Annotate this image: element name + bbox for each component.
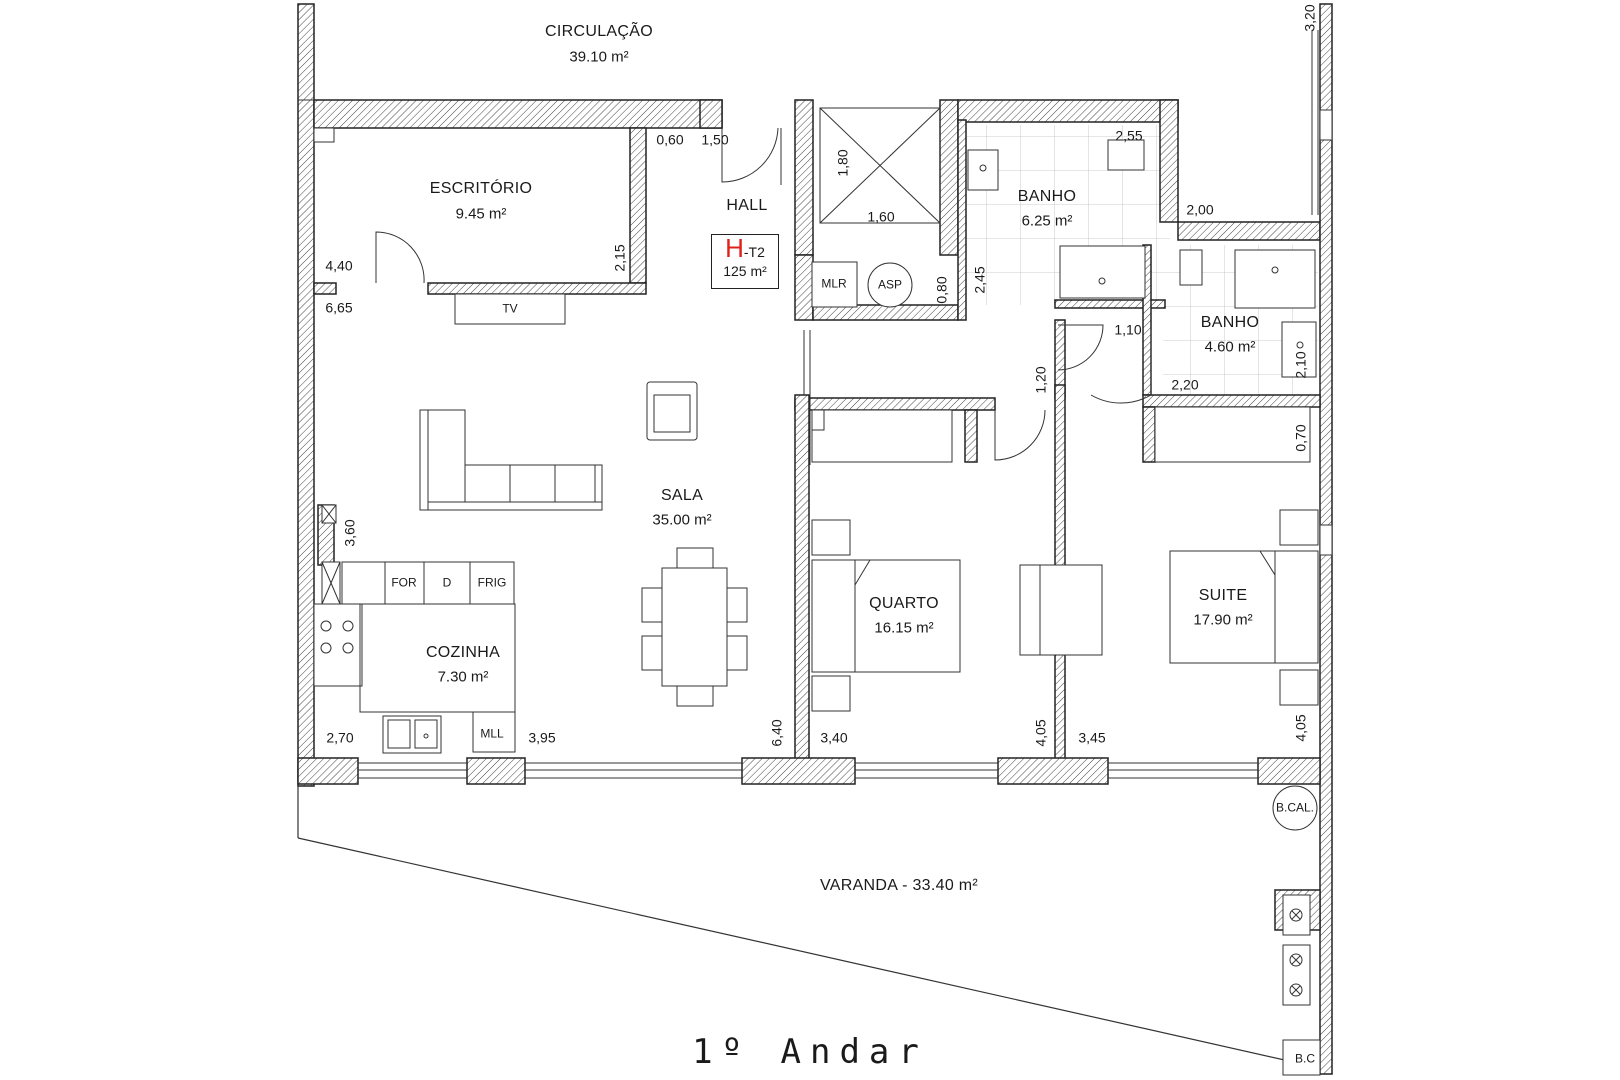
sofa — [419, 409, 603, 511]
room-banho1-name: BANHO — [1017, 188, 1077, 205]
dim-4-05-a: 4,05 — [1032, 719, 1049, 747]
dim-2-45: 2,45 — [971, 266, 988, 294]
dim-2-20: 2,20 — [1171, 376, 1199, 393]
unit-code-badge: H-T2 125 m² — [711, 234, 779, 289]
room-sala-area: 35.00 m² — [652, 511, 712, 529]
dim-3-45: 3,45 — [1078, 729, 1106, 746]
room-circulacao-area: 39.10 m² — [569, 48, 629, 66]
room-banho1-area: 6.25 m² — [1021, 212, 1073, 230]
oven-label: FOR — [391, 575, 417, 590]
washing-machine-label: MLL — [480, 726, 504, 741]
bathroom-1-fixtures — [967, 139, 1146, 299]
floor-title: 1º Andar — [692, 1032, 928, 1072]
asp-label: ASP — [877, 277, 903, 292]
unit-code-suffix: -T2 — [743, 244, 765, 260]
dim-3-95: 3,95 — [528, 729, 556, 746]
elevator-shaft — [819, 107, 941, 224]
tv-label: TV — [502, 301, 518, 316]
door-swings — [375, 127, 1152, 465]
unit-code-letter: H — [725, 233, 744, 263]
dim-1-50: 1,50 — [701, 131, 729, 148]
dim-4-40: 4,40 — [325, 257, 353, 274]
dim-0-80: 0,80 — [933, 276, 950, 304]
laundry-fixtures — [811, 261, 913, 308]
fridge-label: FRIG — [477, 575, 507, 590]
boiler-label-partial: B.C — [1294, 1051, 1316, 1066]
dining-set — [641, 547, 748, 707]
room-escritorio-name: ESCRITÓRIO — [429, 180, 533, 197]
dim-2-10: 2,10 — [1292, 351, 1309, 379]
room-sala-name: SALA — [660, 487, 704, 504]
room-banho2-name: BANHO — [1200, 314, 1260, 331]
dim-3-20: 3,20 — [1301, 4, 1318, 32]
room-circulacao-name: CIRCULAÇÃO — [545, 23, 653, 40]
dim-1-80: 1,80 — [834, 149, 851, 177]
room-escritorio-area: 9.45 m² — [455, 205, 507, 223]
mlr-label: MLR — [821, 276, 847, 291]
dim-4-05-b: 4,05 — [1292, 714, 1309, 742]
room-hall-name: HALL — [726, 197, 768, 214]
dim-2-70: 2,70 — [326, 729, 354, 746]
unit-area: 125 m² — [723, 263, 767, 279]
dim-6-65: 6,65 — [325, 299, 353, 316]
dim-0-60: 0,60 — [656, 131, 684, 148]
dim-3-60: 3,60 — [341, 519, 358, 547]
room-suite-name: SUITE — [1198, 587, 1248, 604]
room-cozinha-name: COZINHA — [425, 644, 501, 661]
room-quarto-name: QUARTO — [869, 595, 939, 612]
dim-1-20: 1,20 — [1032, 366, 1049, 394]
dim-2-00: 2,00 — [1186, 201, 1214, 218]
bathroom-2-fixtures — [1179, 249, 1317, 378]
facade-windows — [298, 30, 1319, 779]
quarto-furniture — [811, 409, 1103, 712]
balcony-outline — [297, 786, 1321, 1069]
dim-2-15: 2,15 — [611, 244, 628, 272]
dim-1-60: 1,60 — [867, 208, 895, 225]
dim-2-55: 2,55 — [1115, 127, 1143, 144]
dim-1-10: 1,10 — [1114, 321, 1142, 338]
technical-equipment — [1272, 785, 1321, 1076]
dim-3-40: 3,40 — [820, 729, 848, 746]
dim-0-70: 0,70 — [1292, 424, 1309, 452]
room-quarto-area: 16.15 m² — [874, 619, 934, 637]
columns — [313, 109, 1333, 556]
room-suite-area: 17.90 m² — [1193, 611, 1253, 629]
dishwasher-label: D — [442, 575, 452, 590]
room-banho2-area: 4.60 m² — [1204, 338, 1256, 356]
kitchen-counters — [313, 504, 516, 754]
tv-console — [454, 293, 566, 325]
room-cozinha-area: 7.30 m² — [437, 668, 489, 686]
suite-furniture — [1154, 406, 1319, 706]
room-varanda-label: VARANDA - 33.40 m² — [819, 877, 979, 894]
boiler-label: B.CAL. — [1275, 800, 1315, 815]
dim-6-40: 6,40 — [768, 719, 785, 747]
armchair — [646, 381, 698, 441]
